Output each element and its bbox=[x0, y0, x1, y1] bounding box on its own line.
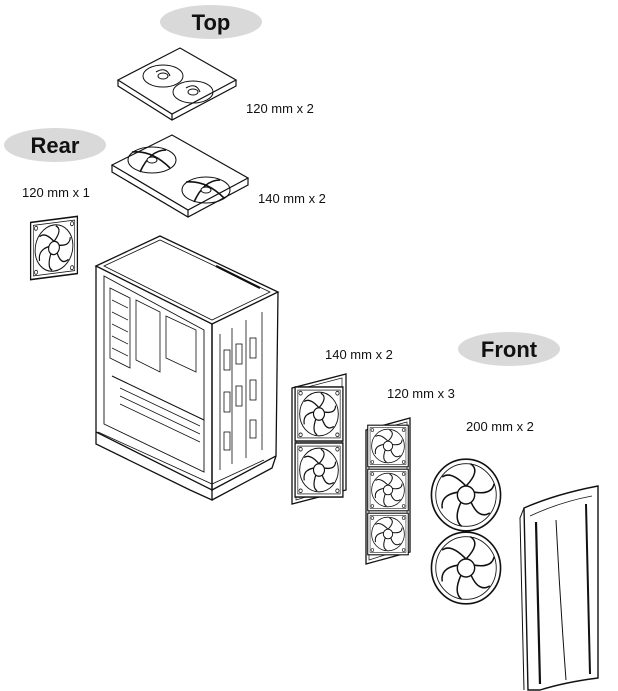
spec-top-120: 120 mm x 2 bbox=[246, 101, 314, 116]
spec-rear-120: 120 mm x 1 bbox=[22, 185, 90, 200]
label-front-text: Front bbox=[481, 337, 538, 362]
top-120mm-fan-pair bbox=[116, 47, 238, 121]
front-140mm-fan-pair bbox=[291, 373, 347, 505]
label-top: Top bbox=[160, 5, 262, 39]
spec-top-140: 140 mm x 2 bbox=[258, 191, 326, 206]
label-rear-text: Rear bbox=[31, 133, 80, 158]
front-120mm-fan-triple bbox=[365, 417, 411, 565]
front-panel bbox=[519, 485, 599, 691]
spec-front-140: 140 mm x 2 bbox=[325, 347, 393, 362]
front-200mm-fan-pair bbox=[430, 458, 502, 605]
top-140mm-fan-pair bbox=[110, 134, 250, 218]
label-top-text: Top bbox=[192, 10, 231, 35]
rear-120mm-fan bbox=[29, 215, 79, 281]
pc-chassis bbox=[94, 235, 280, 502]
label-front: Front bbox=[458, 332, 560, 366]
spec-front-200: 200 mm x 2 bbox=[466, 419, 534, 434]
spec-front-120: 120 mm x 3 bbox=[387, 386, 455, 401]
label-rear: Rear bbox=[4, 128, 106, 162]
